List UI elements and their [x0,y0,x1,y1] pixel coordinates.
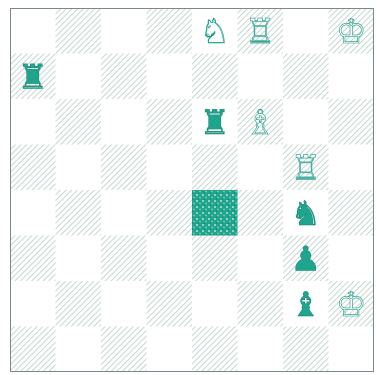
square-h5[interactable] [329,145,375,191]
square-c2[interactable] [101,281,147,327]
square-a6[interactable] [10,99,56,145]
square-g6[interactable] [283,99,329,145]
square-c7[interactable] [101,54,147,100]
white-rook-icon-f8[interactable]: ♖ [245,12,275,52]
square-e3[interactable] [192,236,238,282]
square-h6[interactable] [329,99,375,145]
square-b5[interactable] [56,145,102,191]
square-c1[interactable] [101,327,147,373]
square-a8[interactable] [10,8,56,54]
square-b1[interactable] [56,327,102,373]
square-f1[interactable] [238,327,284,373]
square-f2[interactable] [238,281,284,327]
white-rook-icon-g5[interactable]: ♖ [291,148,321,188]
black-knight-icon-g4[interactable]: ♞ [291,194,321,234]
square-d3[interactable] [147,236,193,282]
square-h1[interactable] [329,327,375,373]
square-e7[interactable] [192,54,238,100]
white-bishop-icon-f6[interactable]: ♗ [245,103,275,143]
square-d6[interactable] [147,99,193,145]
square-c4[interactable] [101,190,147,236]
square-c3[interactable] [101,236,147,282]
square-e2[interactable] [192,281,238,327]
square-f5[interactable] [238,145,284,191]
square-a3[interactable] [10,236,56,282]
square-g7[interactable] [283,54,329,100]
square-d8[interactable] [147,8,193,54]
square-c8[interactable] [101,8,147,54]
square-b3[interactable] [56,236,102,282]
square-a1[interactable] [10,327,56,373]
square-d1[interactable] [147,327,193,373]
square-h7[interactable] [329,54,375,100]
square-d4[interactable] [147,190,193,236]
square-e5[interactable] [192,145,238,191]
square-d2[interactable] [147,281,193,327]
square-g8[interactable] [283,8,329,54]
square-a5[interactable] [10,145,56,191]
white-king-icon-h2[interactable]: ♔ [336,285,366,325]
black-rook-icon-e6[interactable]: ♜ [200,103,230,143]
square-c6[interactable] [101,99,147,145]
square-e4[interactable] [192,190,238,236]
square-h3[interactable] [329,236,375,282]
black-bishop-icon-g2[interactable]: ♝ [291,285,321,325]
black-pawn-icon-g3[interactable]: ♟ [291,239,321,279]
square-g1[interactable] [283,327,329,373]
square-a2[interactable] [10,281,56,327]
white-knight-icon-e8[interactable]: ♘ [200,12,230,52]
square-d7[interactable] [147,54,193,100]
square-b7[interactable] [56,54,102,100]
square-b4[interactable] [56,190,102,236]
chess-board-svg: ♘ ♖ ♔ ♜ ♜ ♗ ♖ ♞ ♟ ♝ ♔ [10,8,374,372]
square-c5[interactable] [101,145,147,191]
square-f4[interactable] [238,190,284,236]
square-b6[interactable] [56,99,102,145]
square-f3[interactable] [238,236,284,282]
square-b8[interactable] [56,8,102,54]
white-king-icon-h8[interactable]: ♔ [336,12,366,52]
square-b2[interactable] [56,281,102,327]
black-rook-icon-a7[interactable]: ♜ [18,57,48,97]
square-f7[interactable] [238,54,284,100]
chess-board: ♘ ♖ ♔ ♜ ♜ ♗ ♖ ♞ ♟ ♝ ♔ [10,8,374,372]
square-e1[interactable] [192,327,238,373]
square-d5[interactable] [147,145,193,191]
square-h4[interactable] [329,190,375,236]
square-a4[interactable] [10,190,56,236]
